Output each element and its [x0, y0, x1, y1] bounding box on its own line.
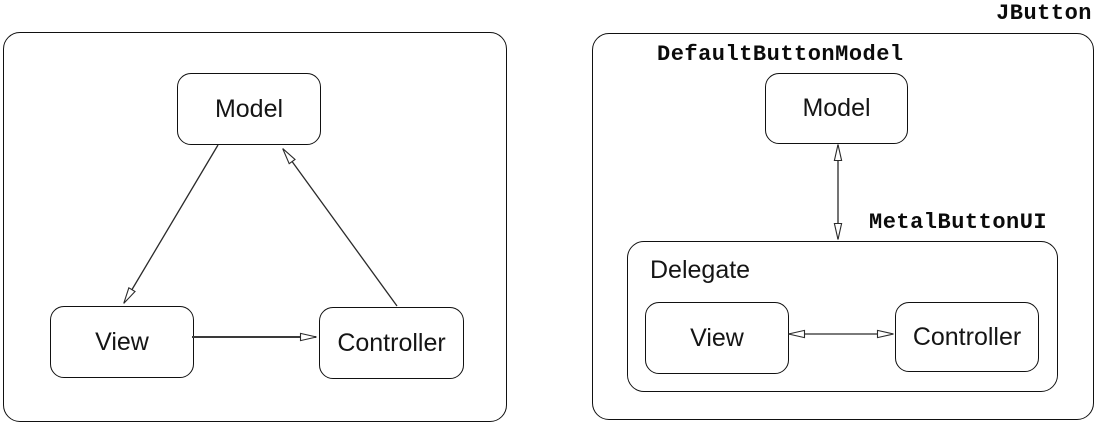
left-view-label: View — [95, 327, 149, 356]
left-model-box: Model — [177, 73, 321, 145]
left-model-label: Model — [214, 94, 284, 123]
jbutton-title: JButton — [996, 1, 1092, 26]
delegate-label: Delegate — [650, 256, 751, 284]
right-view-label: View — [690, 323, 744, 352]
right-view-box: View — [645, 302, 789, 374]
default-button-model-label: DefaultButtonModel — [657, 42, 904, 67]
left-controller-label: Controller — [337, 328, 446, 357]
right-controller-box: Controller — [895, 302, 1039, 372]
right-model-label: Model — [802, 94, 871, 122]
left-view-box: View — [50, 306, 194, 378]
right-controller-label: Controller — [912, 322, 1022, 351]
left-controller-box: Controller — [319, 307, 464, 379]
right-model-box: Model — [765, 73, 908, 144]
metal-button-ui-label: MetalButtonUI — [869, 210, 1048, 235]
